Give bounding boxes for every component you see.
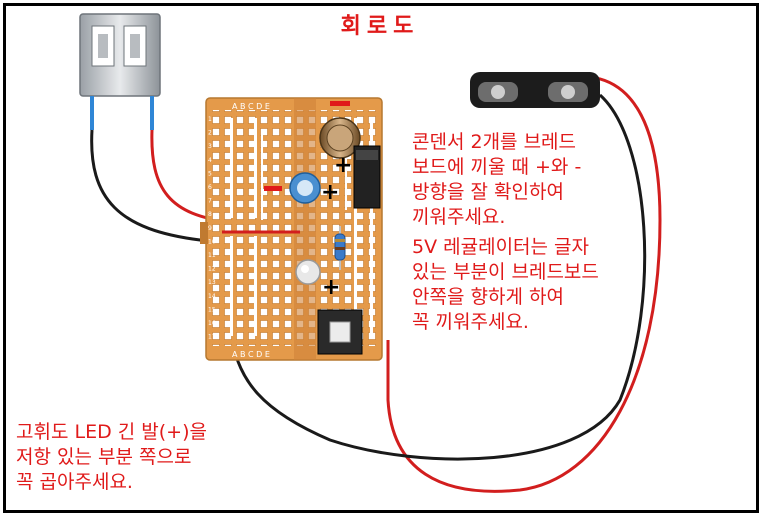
- led-instruction-line-2: 저항 있는 부분 쪽으로: [16, 446, 192, 468]
- capacitor-instruction-line-3: 방향을 잘 확인하여: [412, 181, 564, 203]
- resistor: [334, 226, 346, 270]
- board-row-label: 2: [208, 130, 212, 137]
- board-row-label: 5: [208, 170, 212, 177]
- plus-mark-cap-large: +: [334, 153, 352, 178]
- regulator-instruction-line-2: 있는 부분이 브레드보드: [412, 261, 599, 283]
- regulator-instruction-line-1: 5V 레귤레이터는 글자: [412, 236, 590, 258]
- battery-black-wire: [230, 93, 647, 461]
- led-instruction-line-1: 고휘도 LED 긴 발(+)을: [16, 421, 207, 443]
- led-instruction: 고휘도 LED 긴 발(+)을 저항 있는 부분 쪽으로 꼭 곱아주세요.: [16, 420, 207, 495]
- top-minus-rail-mark: [330, 101, 350, 106]
- cap-minus-mark: [264, 186, 282, 191]
- usb-connector: [79, 13, 161, 97]
- regulator-instruction-line-3: 안쪽을 향하게 하여: [412, 286, 564, 308]
- capacitor-instruction: 콘덴서 2개를 브레드 보드에 끼울 때 +와 - 방향을 잘 확인하여 끼워주…: [412, 130, 581, 230]
- battery-snap: [470, 72, 600, 108]
- board-row-label: 7: [208, 198, 212, 205]
- plus-mark-led: +: [322, 275, 340, 300]
- side-connector: [200, 222, 208, 244]
- board-row-label: 8: [208, 211, 212, 218]
- capacitor-instruction-line-1: 콘덴서 2개를 브레드: [412, 131, 577, 153]
- board-row-label: 9: [208, 225, 212, 232]
- push-button: [317, 309, 363, 355]
- board-row-label: 12: [208, 266, 216, 273]
- capacitor-instruction-line-4: 끼워주세요.: [412, 206, 506, 228]
- board-row-label: 13: [208, 279, 216, 286]
- regulator-instruction: 5V 레귤레이터는 글자 있는 부분이 브레드보드 안쪽을 향하게 하여 꼭 끼…: [412, 235, 599, 335]
- plus-mark-cap-small: +: [321, 180, 339, 205]
- board-row-label: 16: [208, 320, 216, 327]
- capacitor-large: [319, 117, 361, 159]
- board-row-label: 11: [208, 252, 216, 259]
- capacitor-small: [289, 172, 321, 204]
- board-row-label: 3: [208, 143, 212, 150]
- page-title: 회로도: [340, 14, 420, 39]
- capacitor-instruction-line-2: 보드에 끼울 때 +와 -: [412, 156, 582, 178]
- regulator-instruction-line-4: 꼭 끼워주세요.: [412, 311, 529, 333]
- voltage-regulator: [353, 145, 381, 209]
- board-row-label: 6: [208, 184, 212, 191]
- board-row-label: 4: [208, 157, 212, 164]
- board-row-label: 17: [208, 334, 216, 341]
- led-instruction-line-3: 꼭 곱아주세요.: [16, 471, 133, 493]
- board-column-labels-bottom: A B C D E: [232, 350, 270, 359]
- battery-red-wire: [386, 75, 662, 493]
- board-row-label: 14: [208, 293, 216, 300]
- board-row-label: 10: [208, 238, 216, 245]
- led: [295, 259, 321, 285]
- board-column-labels-top: A B C D E: [232, 102, 270, 111]
- breadboard: [205, 97, 383, 361]
- board-row-label: 15: [208, 306, 216, 313]
- board-row-label: 1: [208, 116, 212, 123]
